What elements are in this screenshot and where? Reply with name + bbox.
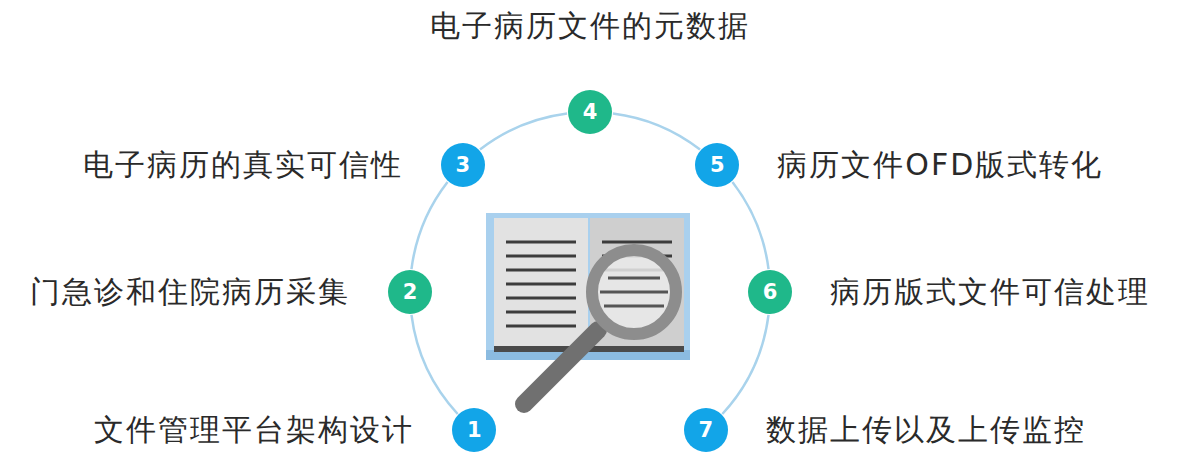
item-label: 文件管理平台架构设计	[94, 412, 414, 448]
left-page	[494, 218, 588, 348]
ring-connector	[411, 315, 457, 414]
item-label: 门急诊和住院病历采集	[30, 274, 350, 310]
callout-number: 6	[748, 270, 792, 314]
item-label: 数据上传以及上传监控	[766, 412, 1086, 448]
callout-number: 7	[684, 408, 728, 452]
right-page	[590, 218, 684, 348]
ring-connector	[722, 315, 768, 414]
number-circle: 2门急诊和住院病历采集	[388, 270, 432, 314]
number-circle: 4电子病历文件的元数据	[568, 90, 612, 134]
number-circle: 3电子病历的真实可信性	[441, 143, 485, 187]
ring-connector	[411, 182, 447, 269]
callout-number: 1	[452, 408, 496, 452]
callout-number: 5	[695, 143, 739, 187]
callout-number: 4	[568, 90, 612, 134]
ring-connector	[732, 182, 768, 269]
ring-connector	[480, 113, 567, 149]
magnifier-handle	[524, 330, 598, 404]
item-label: 电子病历的真实可信性	[83, 147, 403, 183]
number-circle: 7数据上传以及上传监控	[684, 408, 728, 452]
lens-lines	[600, 278, 668, 306]
item-label: 病历版式文件可信处理	[830, 274, 1150, 310]
item-label: 电子病历文件的元数据	[430, 8, 750, 44]
callout-number: 2	[388, 270, 432, 314]
number-circle: 5病历文件OFD版式转化	[695, 143, 739, 187]
number-circle: 6病历版式文件可信处理	[748, 270, 792, 314]
number-circle: 1文件管理平台架构设计	[452, 408, 496, 452]
magnifier-ring	[592, 250, 676, 334]
ring-connector	[613, 113, 700, 149]
item-label: 病历文件OFD版式转化	[777, 147, 1103, 183]
callout-number: 3	[441, 143, 485, 187]
